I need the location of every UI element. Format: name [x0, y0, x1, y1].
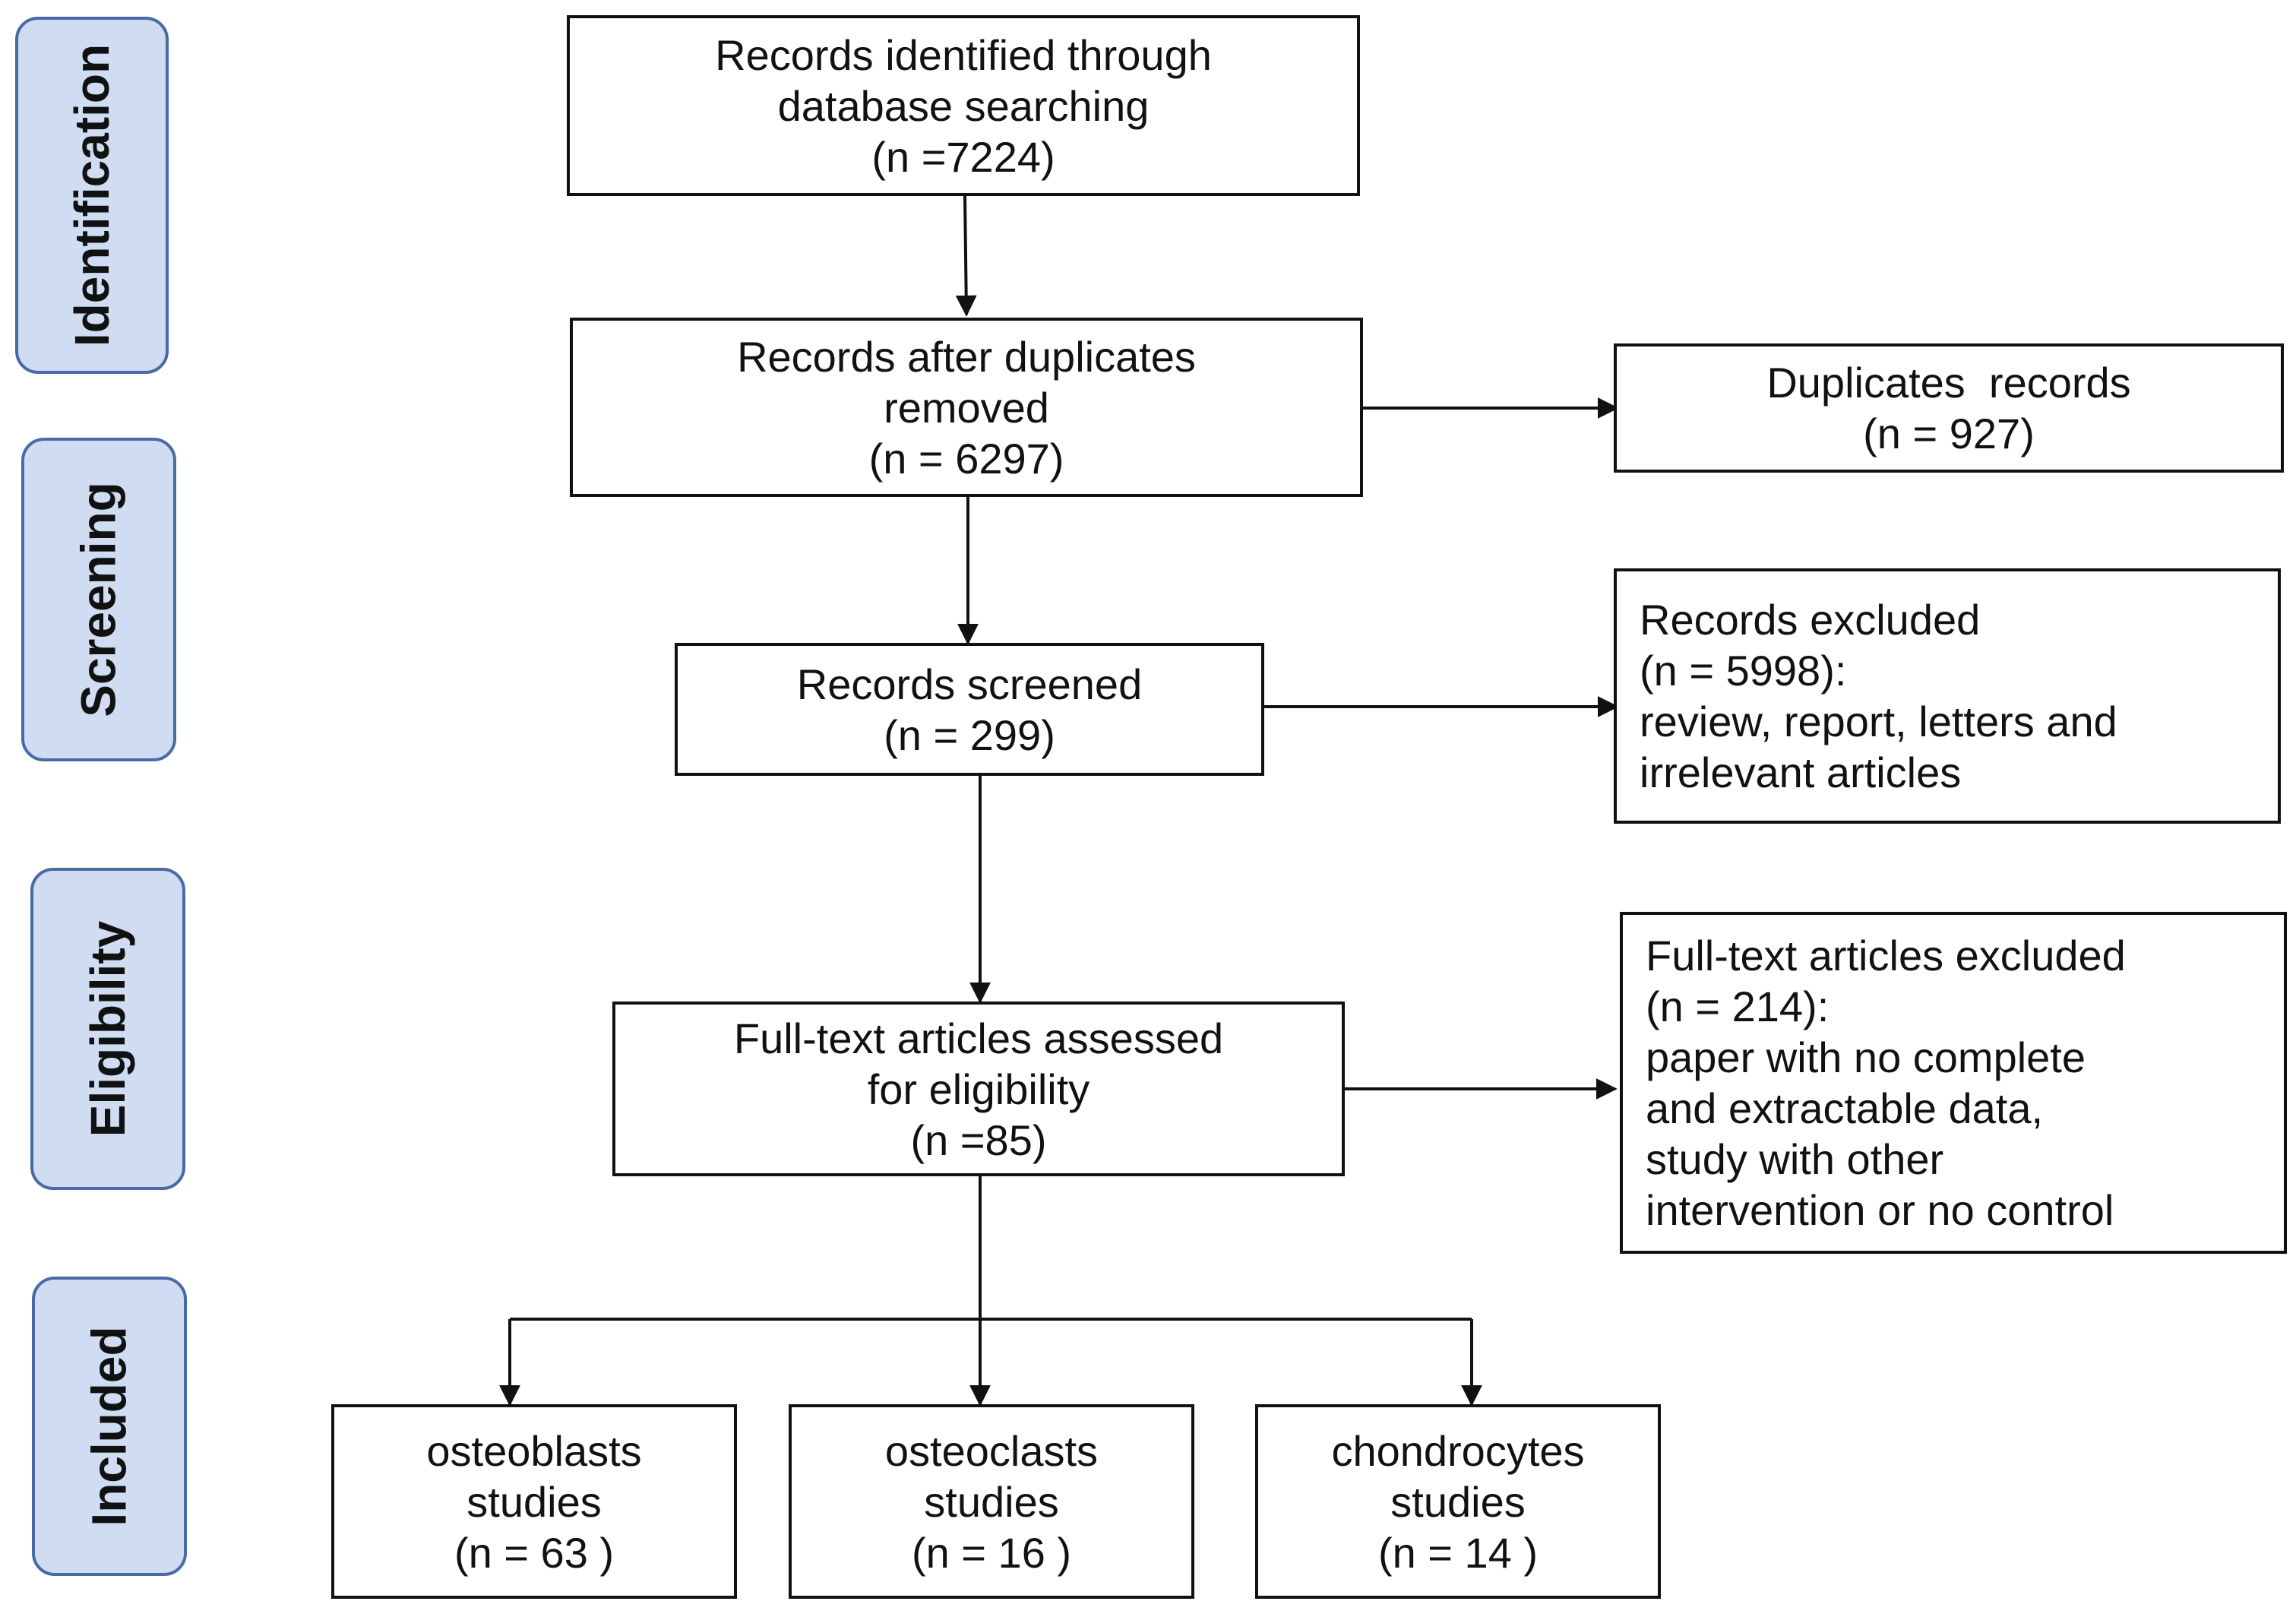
- box-text: study with other: [1646, 1135, 1944, 1183]
- box-text: Full-text articles assessed: [733, 1014, 1224, 1062]
- stage-included: Included: [32, 1277, 187, 1576]
- box-count: (n = 927): [1863, 410, 2035, 457]
- stage-identification: Identification: [15, 17, 169, 374]
- box-text: Duplicates records: [1766, 359, 2131, 407]
- stage-label: Eligibility: [81, 920, 135, 1138]
- box-count: (n = 14 ): [1377, 1528, 1539, 1577]
- box-fulltext-assessed: Full-text articles assessed for eligibil…: [612, 1002, 1345, 1176]
- box-count: (n =85): [910, 1115, 1047, 1164]
- stage-label: Included: [82, 1326, 137, 1527]
- box-osteoclasts-studies: osteoclasts studies (n = 16 ): [789, 1404, 1194, 1599]
- box-fulltext-excluded: Full-text articles excluded (n = 214): p…: [1620, 912, 2287, 1254]
- box-count: (n = 63 ): [454, 1528, 615, 1577]
- box-text: intervention or no control: [1646, 1186, 2114, 1234]
- stage-label: Screening: [71, 482, 126, 717]
- box-text: Full-text articles excluded: [1646, 932, 2126, 979]
- box-text: chondrocytes: [1331, 1426, 1585, 1475]
- box-text: for eligibility: [867, 1065, 1090, 1113]
- box-text: review, report, letters and: [1640, 698, 2117, 745]
- box-count: (n = 5998):: [1640, 647, 1847, 695]
- box-text: studies: [1390, 1477, 1526, 1526]
- box-count: (n =7224): [871, 132, 1055, 181]
- box-text: Records after duplicates: [737, 332, 1196, 381]
- box-duplicates-records: Duplicates records (n = 927): [1614, 343, 2284, 473]
- box-count: (n = 214):: [1646, 983, 1830, 1030]
- box-records-after-duplicates: Records after duplicates removed (n = 62…: [570, 318, 1363, 497]
- stage-eligibility: Eligibility: [30, 868, 185, 1190]
- stage-screening: Screening: [21, 438, 176, 761]
- box-count: (n = 299): [884, 710, 1055, 759]
- box-text: irrelevant articles: [1640, 748, 1962, 796]
- box-records-screened: Records screened (n = 299): [675, 643, 1264, 776]
- box-text: studies: [466, 1477, 602, 1526]
- box-text: Records identified through: [715, 30, 1212, 79]
- box-text: and extractable data,: [1646, 1084, 2044, 1132]
- box-osteoblasts-studies: osteoblasts studies (n = 63 ): [331, 1404, 737, 1599]
- box-text: osteoblasts: [426, 1426, 642, 1475]
- box-text: Records excluded: [1640, 596, 1981, 644]
- box-text: Records screened: [796, 660, 1143, 708]
- box-records-excluded: Records excluded (n = 5998): review, rep…: [1614, 568, 2281, 824]
- box-text: database searching: [777, 81, 1150, 130]
- box-count: (n = 16 ): [911, 1528, 1072, 1577]
- box-chondrocytes-studies: chondrocytes studies (n = 14 ): [1255, 1404, 1661, 1599]
- stage-label: Identification: [65, 43, 119, 347]
- box-text: paper with no complete: [1646, 1033, 2086, 1081]
- arrow-identified-to-after-duplicates: [955, 195, 977, 317]
- box-records-identified: Records identified through database sear…: [567, 15, 1360, 196]
- box-text: studies: [924, 1477, 1059, 1526]
- box-count: (n = 6297): [868, 434, 1064, 483]
- box-text: osteoclasts: [884, 1426, 1099, 1475]
- box-text: removed: [884, 383, 1049, 432]
